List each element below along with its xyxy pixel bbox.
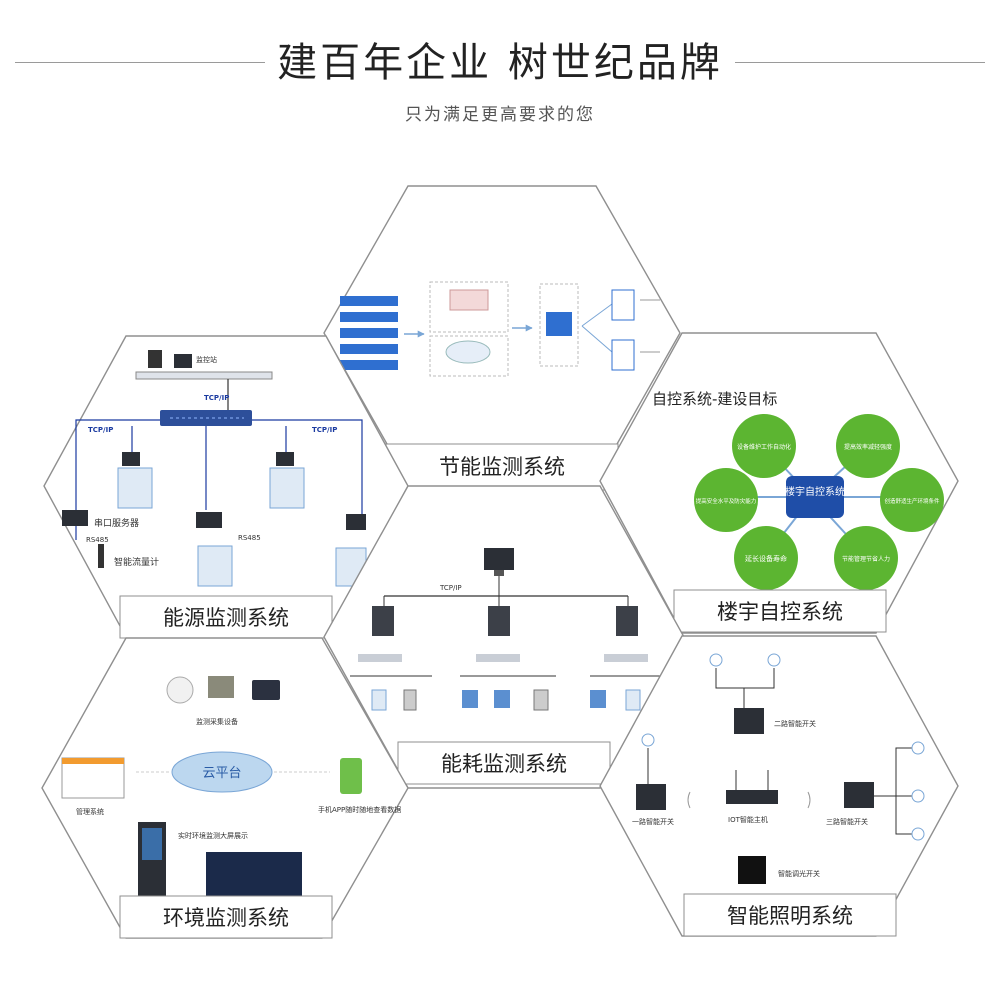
building-auto-label-box bbox=[673, 589, 887, 633]
hex-building-auto: 自控系统-建设目标 楼宇自控系统 设备维护工作自动化 提高效率减轻强度 提高安全… bbox=[599, 332, 959, 634]
building-auto-center bbox=[786, 476, 844, 518]
building-auto-diagram: 楼宇自控系统 设备维护工作自动化 提高效率减轻强度 提高安全水平及防灾能力 创造… bbox=[694, 414, 944, 590]
lighting-label-box bbox=[683, 893, 897, 937]
goal-3-label: 提高安全水平及防灾能力 bbox=[696, 497, 757, 505]
mobile-label: 手机APP随时随地查看数据 bbox=[318, 805, 401, 814]
energy-saving-label: 节能监测系统 bbox=[439, 455, 565, 479]
hex-lighting: 二路智能开关 一路智能开关 IOT智能主机 三路智能开关 智能调光开关 智能照明… bbox=[599, 635, 959, 937]
header: 建百年企业 树世纪品牌 只为满足更高要求的您 bbox=[0, 0, 1000, 140]
building-auto-center-label: 楼宇自控系统 bbox=[785, 485, 845, 498]
switch-three-label: 三路智能开关 bbox=[826, 817, 868, 826]
building-auto-label: 楼宇自控系统 bbox=[717, 600, 843, 624]
energy-source-diagram: 监控站 TCP/IP TCP/IP TCP/IP 串口服务器 RS485 RS4… bbox=[62, 350, 367, 587]
goal-1-label: 设备维护工作自动化 bbox=[737, 443, 791, 451]
energy-consumption-label-box bbox=[397, 741, 611, 785]
energy-saving-diagram bbox=[340, 281, 660, 377]
hex-environment: 监测采集设备 云平台 管理系统 手机APP随时随地查看数据 实时环境监测大屏展示… bbox=[41, 637, 409, 939]
energy-consumption-diagram: TCP/IP bbox=[350, 548, 662, 711]
goal-circle-2 bbox=[836, 414, 900, 478]
cloud-label: 云平台 bbox=[202, 766, 241, 781]
page-subtitle: 只为满足更高要求的您 bbox=[405, 105, 595, 125]
hex-energy-saving: 节能监测系统 bbox=[323, 185, 681, 491]
goal-circle-6 bbox=[834, 526, 898, 590]
goal-circle-1 bbox=[732, 414, 796, 478]
tcpip-label-right: TCP/IP bbox=[312, 426, 337, 434]
building-auto-heading: 自控系统-建设目标 bbox=[652, 390, 777, 408]
energy-consumption-label: 能耗监测系统 bbox=[441, 752, 567, 776]
dimmer-label: 智能调光开关 bbox=[778, 869, 820, 878]
consumption-tcpip: TCP/IP bbox=[439, 584, 462, 592]
page-title: 建百年企业 树世纪品牌 bbox=[277, 40, 723, 86]
goal-4-label: 创造舒适生产环境条件 bbox=[884, 497, 940, 505]
device-label: 监测采集设备 bbox=[196, 717, 238, 726]
host-label: IOT智能主机 bbox=[728, 815, 768, 824]
switch-two-label: 二路智能开关 bbox=[774, 719, 816, 728]
hex-energy-source: 监控站 TCP/IP TCP/IP TCP/IP 串口服务器 RS485 RS4… bbox=[43, 335, 409, 639]
flow-meter-label: 智能流量计 bbox=[114, 556, 159, 568]
header-rule-right bbox=[735, 62, 985, 63]
switch-one-label: 一路智能开关 bbox=[632, 817, 674, 826]
manage-label: 管理系统 bbox=[76, 807, 104, 816]
goal-circle-3 bbox=[694, 468, 758, 532]
environment-label-box bbox=[119, 895, 333, 939]
environment-diagram: 监测采集设备 云平台 管理系统 手机APP随时随地查看数据 实时环境监测大屏展示 bbox=[61, 676, 401, 914]
goal-circle-5 bbox=[734, 526, 798, 590]
rs485-label-right: RS485 bbox=[238, 534, 261, 542]
goal-5-label: 延长设备寿命 bbox=[745, 554, 787, 563]
lighting-diagram: 二路智能开关 一路智能开关 IOT智能主机 三路智能开关 智能调光开关 bbox=[632, 653, 925, 884]
energy-source-label: 能源监测系统 bbox=[163, 606, 289, 630]
monitor-label: 监控站 bbox=[196, 355, 217, 364]
hex-energy-consumption: TCP/IP 能耗监测系统 bbox=[323, 485, 685, 789]
energy-saving-label-box bbox=[385, 443, 619, 491]
screen-label: 实时环境监测大屏展示 bbox=[178, 831, 248, 840]
tcpip-label-top: TCP/IP bbox=[204, 394, 229, 402]
goal-6-label: 节能管理节省人力 bbox=[842, 555, 890, 563]
rs485-label-left: RS485 bbox=[86, 536, 109, 544]
goal-2-label: 提高效率减轻强度 bbox=[844, 443, 892, 451]
environment-label: 环境监测系统 bbox=[163, 906, 289, 930]
goal-circle-4 bbox=[880, 468, 944, 532]
serial-server-label: 串口服务器 bbox=[94, 517, 139, 529]
header-rule-left bbox=[15, 62, 265, 63]
lighting-label: 智能照明系统 bbox=[727, 904, 853, 928]
tcpip-label-left: TCP/IP bbox=[88, 426, 113, 434]
